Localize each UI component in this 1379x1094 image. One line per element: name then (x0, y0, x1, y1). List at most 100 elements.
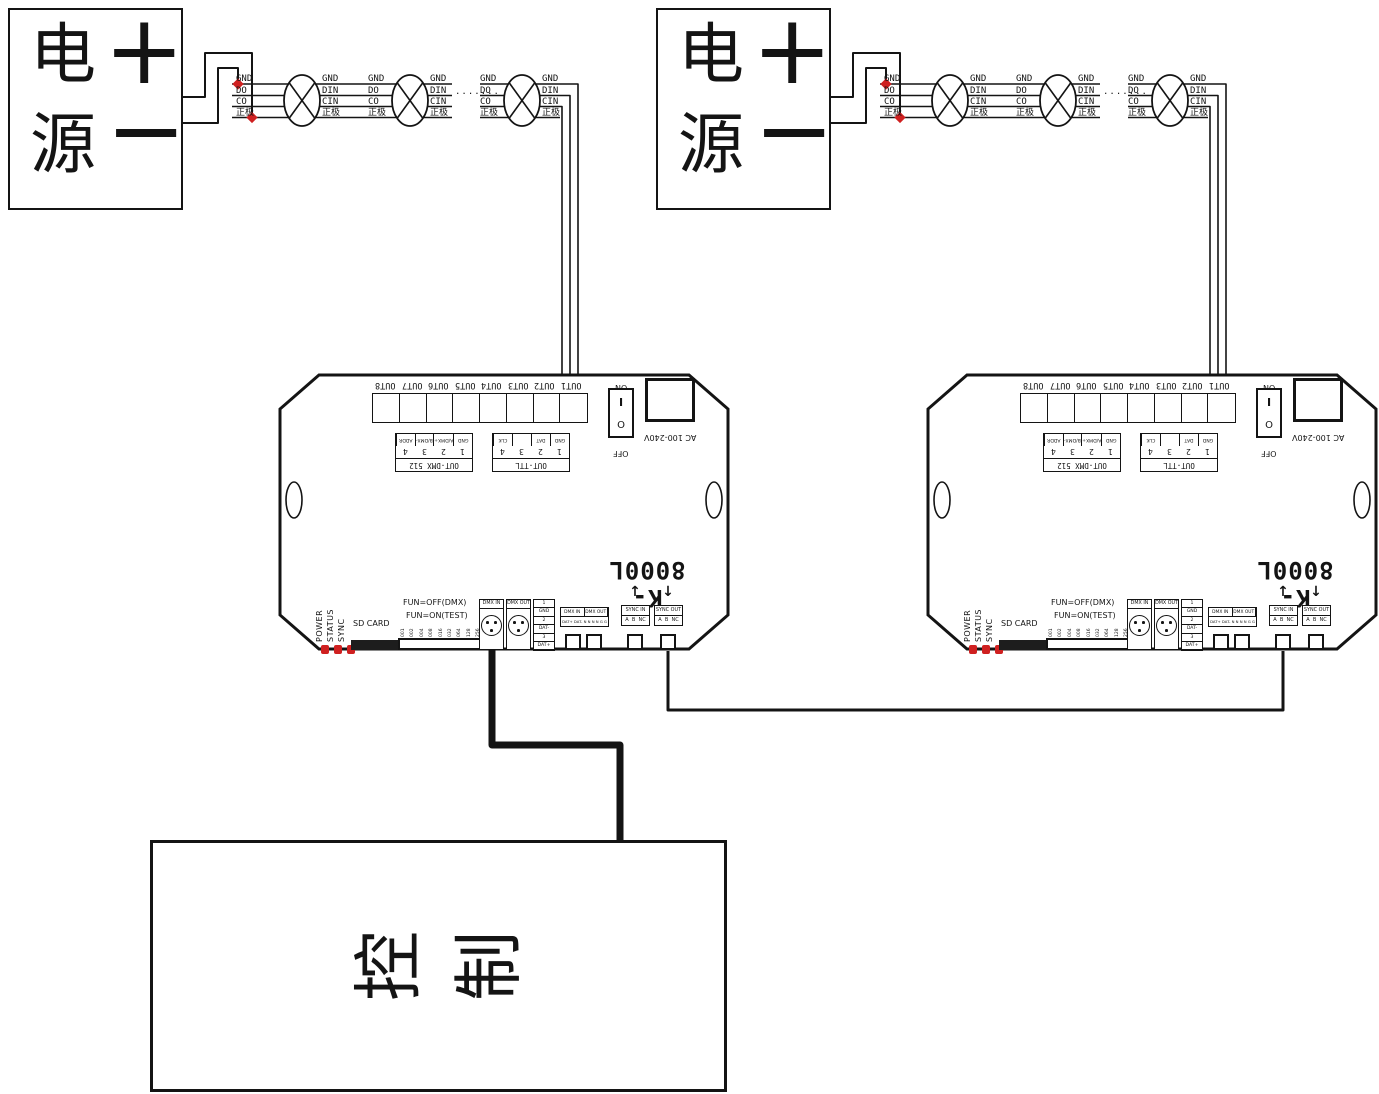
power-wire-ground (183, 67, 239, 124)
pin-number: 2 (1081, 445, 1101, 458)
controller-case (926, 373, 1378, 651)
sync-connector-sync-in (627, 634, 643, 650)
psu-char-bottom: 源 (30, 106, 96, 183)
out-port-label: OUT3 (505, 379, 532, 391)
psu-char-top: 电 (30, 16, 96, 93)
chain-signal-label: GND (884, 74, 901, 84)
dip-label: 002 (1058, 628, 1064, 637)
chain-to-controller-wire (1128, 83, 1227, 377)
chain-signal-label: CIN (1190, 96, 1207, 107)
pin-strip-cell: 2 (1182, 617, 1202, 626)
dmx-connector-dmx-in: DMX IN (1127, 599, 1152, 650)
pin-number: 2 (433, 445, 453, 458)
pin-strip-cell: 3 (534, 634, 554, 642)
fun-off-label: FUN=OFF(DMX) (403, 598, 467, 607)
dip-label: 016 (1086, 628, 1092, 637)
pin-signal: GND (550, 434, 569, 446)
chain-signal-label: DIN (322, 85, 339, 96)
control-box-char-1: 控 (347, 931, 430, 1001)
sync-label: SYNC IN (1270, 606, 1297, 616)
switch-i-mark: I (1266, 396, 1272, 409)
fun-on-label: FUN=ON(TEST) (406, 611, 468, 620)
out-port-connector (425, 393, 454, 423)
control-box-char-2: 制 (447, 931, 530, 1001)
pin-number: 1 (1197, 445, 1217, 458)
sync-arrow-sync-out: ↓ (1310, 584, 1322, 600)
chain-signal-label: CIN (1078, 96, 1095, 107)
sync-connector-sync-out (660, 634, 676, 650)
chain-ellipsis: ....... (1103, 87, 1148, 97)
out-port-connector (398, 393, 428, 423)
out-port-connector (1127, 393, 1156, 423)
chain-signal-label: GND (1190, 74, 1207, 84)
out-port-label-text: OUT2 (534, 380, 555, 390)
psu-plus-sign: + (752, 0, 833, 106)
status-label: SYNC (337, 618, 346, 642)
dip-label: 016 (438, 628, 444, 637)
control-box: 控 制 (150, 840, 727, 1092)
chain-signal-label: GND (236, 74, 253, 84)
pin-number: 3 (1159, 445, 1179, 458)
chain-signal-label: DIN (970, 85, 987, 96)
power-wire-positive (831, 52, 901, 118)
out-port-label-text: OUT3 (507, 380, 528, 390)
dip-label: 004 (419, 628, 425, 637)
dip-label: 004 (1067, 628, 1073, 637)
out-port-connector (479, 393, 508, 423)
chain-signal-label: 正极 (884, 107, 903, 118)
out-port-label-text: OUT6 (428, 380, 449, 390)
chain-signal-label: DIN (1190, 85, 1207, 96)
pin-signal: CLK (493, 434, 512, 446)
dmx-connector-barrel (508, 615, 529, 636)
status-led (969, 645, 977, 654)
terminal-connector (1213, 634, 1229, 650)
sd-card-slot (351, 640, 401, 650)
out-port-connector (1100, 393, 1129, 423)
sd-card-label: SD CARD (1001, 619, 1038, 628)
out-port-label-text: OUT5 (454, 380, 475, 390)
out-port-label: OUT1 (558, 379, 585, 391)
dmx-connector-pin (1142, 621, 1145, 624)
pin-strip-cell: DAT- (1182, 625, 1202, 634)
out-port-connector (1180, 393, 1209, 423)
out-port-label: OUT7 (399, 379, 426, 391)
psu-minus-sign: − (106, 74, 187, 186)
ac-voltage-text: AC 100-240V (1291, 433, 1345, 442)
chain-to-controller-wire (1128, 94, 1219, 377)
switch-o-mark: O (1265, 420, 1273, 431)
chain-signal-label: CO (480, 96, 491, 107)
chain-signal-label: GND (1128, 74, 1145, 84)
switch-i-mark: I (618, 396, 624, 409)
pin-signal (1160, 434, 1179, 446)
ac-inlet (1293, 378, 1343, 422)
chain-signal-label: GND (368, 74, 385, 84)
pin-strip-cell: DAT- (534, 625, 554, 634)
chain-signal-label: DIN (1078, 85, 1095, 96)
status-led (982, 645, 990, 654)
sync-cable (666, 651, 1285, 712)
pin-strip-cell: DAT+ (1182, 642, 1202, 651)
sync-label: SYNC OUT (1303, 606, 1330, 616)
chain-to-controller-wire (1128, 105, 1211, 377)
pin-table-title: OUT-TTL (1141, 458, 1217, 471)
pin-signal: GND (1198, 434, 1217, 446)
chain-signal-label: 正极 (970, 107, 989, 118)
chain-signal-label: CIN (430, 96, 447, 107)
dmx-connector-pin (1165, 629, 1168, 632)
controller-outline (278, 373, 730, 651)
chain-signal-label: DO (236, 85, 247, 96)
chain-signal-label: DO (480, 85, 491, 96)
chain-signal-label: 正极 (368, 107, 387, 118)
pin-number: 1 (549, 445, 569, 458)
